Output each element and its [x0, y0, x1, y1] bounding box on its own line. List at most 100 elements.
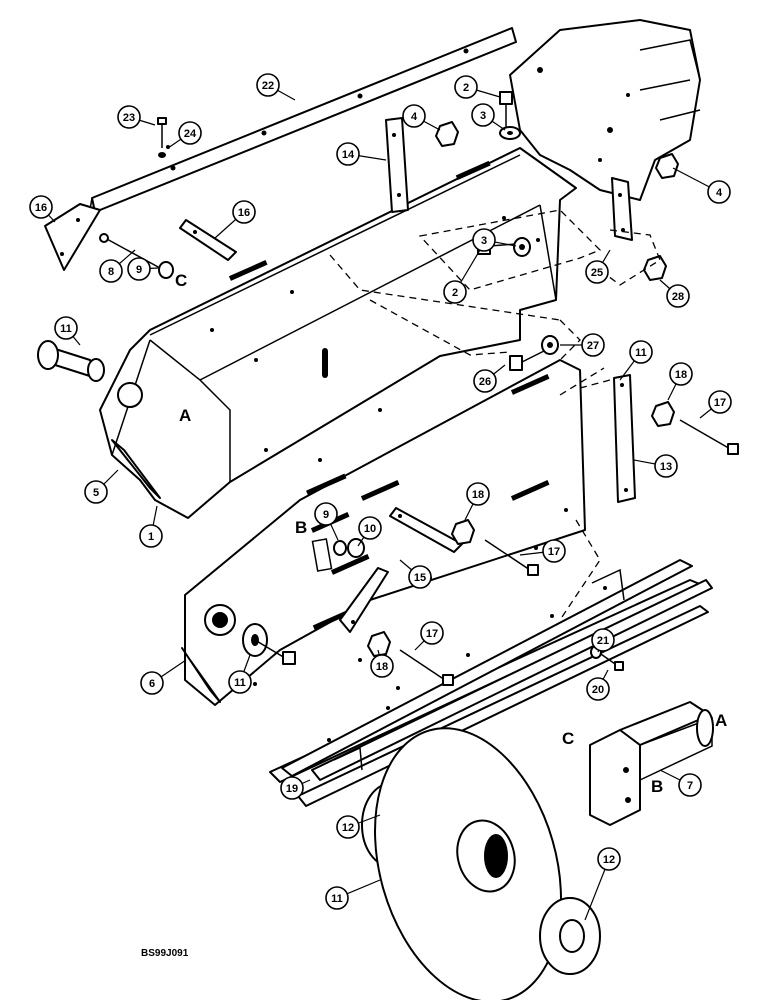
- callout-3: 3: [471, 103, 506, 131]
- callout-20: 20: [586, 669, 610, 701]
- callout-balloon: [139, 524, 163, 548]
- callout-balloon: [669, 362, 693, 386]
- callout-23: 23: [117, 105, 156, 129]
- callout-10: 10: [357, 516, 382, 547]
- callout-number: 19: [286, 783, 298, 795]
- callout-11: 11: [228, 654, 252, 694]
- callout-1: 1: [139, 505, 163, 548]
- callout-24: 24: [167, 121, 202, 149]
- callout-balloon: [358, 516, 382, 540]
- bolt-17-mid-part: [484, 539, 539, 576]
- washer-12-part: [539, 897, 601, 975]
- callout-14: 14: [336, 142, 387, 166]
- nut-4-right-part: [655, 153, 679, 179]
- callout-number: 2: [463, 82, 469, 94]
- callout-balloon: [256, 73, 280, 97]
- callout-balloon: [591, 628, 615, 652]
- callout-number: 17: [714, 397, 726, 409]
- callout-balloon: [178, 121, 202, 145]
- callout-18: 18: [667, 362, 693, 401]
- callout-19: 19: [280, 776, 311, 800]
- pin-11-part: [37, 340, 105, 382]
- callout-balloon: [581, 333, 605, 357]
- callout-22: 22: [256, 73, 296, 101]
- callout-number: 22: [262, 80, 274, 92]
- callout-18: 18: [464, 482, 490, 521]
- bolt-26-part: [509, 349, 547, 371]
- callout-balloon: [420, 621, 444, 645]
- callout-number: 18: [675, 369, 687, 381]
- callout-number: 11: [60, 323, 72, 335]
- callout-number: 11: [331, 893, 343, 905]
- callout-number: 4: [716, 187, 723, 199]
- callout-number: 14: [342, 149, 355, 161]
- callout-number: 7: [687, 780, 693, 792]
- cylinder-part: [589, 701, 714, 826]
- callout-number: 3: [481, 235, 487, 247]
- callout-balloon: [99, 259, 123, 283]
- callout-12: 12: [336, 814, 381, 839]
- callout-number: 21: [597, 635, 609, 647]
- washer-27-part: [541, 335, 559, 355]
- callout-number: 24: [184, 128, 197, 140]
- bolt-11-part: [254, 639, 296, 665]
- callout-balloon: [140, 671, 164, 695]
- callout-balloon: [629, 340, 653, 364]
- lower-wear-strip-part: [181, 647, 221, 703]
- callout-balloon: [708, 390, 732, 414]
- callout-balloon: [678, 773, 702, 797]
- nut-18-mid-part: [451, 519, 475, 545]
- washer-9-part: [158, 261, 174, 279]
- callout-4: 4: [402, 104, 441, 131]
- callout-8: 8: [99, 249, 136, 283]
- callout-number: 6: [149, 678, 155, 690]
- callout-number: 18: [472, 489, 484, 501]
- callout-5: 5: [84, 469, 119, 504]
- callout-7: 7: [659, 769, 702, 797]
- callout-balloon: [232, 200, 256, 224]
- callout-number: 16: [238, 207, 250, 219]
- callout-number: 9: [323, 509, 329, 521]
- callout-number: 12: [603, 854, 615, 866]
- callout-number: 18: [376, 661, 388, 673]
- callout-3: 3: [472, 228, 517, 252]
- callout-balloon: [586, 677, 610, 701]
- callout-balloon: [466, 482, 490, 506]
- callout-number: 11: [635, 347, 647, 359]
- callout-number: 17: [426, 628, 438, 640]
- callout-balloon: [29, 195, 53, 219]
- nut-28-part: [643, 255, 667, 281]
- callout-balloon: [336, 815, 360, 839]
- callout-balloon: [127, 257, 151, 281]
- callout-number: 26: [479, 376, 491, 388]
- sprocket-disc-part: [361, 727, 562, 1000]
- callout-26: 26: [473, 364, 506, 393]
- letter-a-right: A: [715, 711, 727, 730]
- strap-13-part: [613, 374, 636, 503]
- callout-number: 5: [93, 487, 99, 499]
- callout-number: 13: [660, 461, 672, 473]
- callout-balloon: [473, 369, 497, 393]
- callout-balloon: [597, 847, 621, 871]
- callout-balloon: [408, 565, 432, 589]
- bolt-2-top-part: [499, 91, 513, 130]
- callout-balloon: [402, 104, 426, 128]
- washer-9b-part: [333, 540, 347, 556]
- bolt-23-part: [157, 117, 167, 148]
- callout-6: 6: [140, 659, 187, 695]
- nut-4-top-part: [435, 121, 459, 147]
- washer-10-part: [347, 538, 365, 558]
- callout-balloon: [325, 886, 349, 910]
- lower-frame-part: [184, 359, 586, 706]
- callout-11: 11: [325, 879, 381, 910]
- callout-balloon: [666, 284, 690, 308]
- callout-balloon: [654, 454, 678, 478]
- callout-balloon: [707, 180, 731, 204]
- rail-assembly-part: [269, 559, 713, 807]
- callout-balloon: [471, 103, 495, 127]
- callout-number: 20: [592, 684, 604, 696]
- washer-24-part: [158, 152, 166, 158]
- callout-number: 9: [136, 264, 142, 276]
- callout-balloon: [84, 480, 108, 504]
- callout-number: 1: [148, 531, 154, 543]
